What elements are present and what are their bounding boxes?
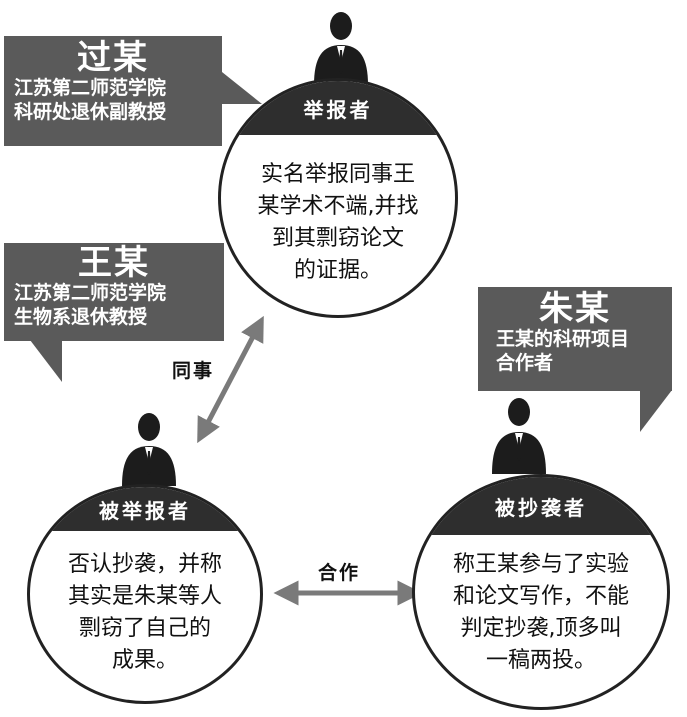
reporter-description-line-4: 的证据。 [293, 258, 382, 283]
plagiarized-description-line-4: 一稿两投。 [485, 648, 596, 673]
accused-node: 被举报者 否认抄袭，并称 其实是朱某等人 剽窃了自己的 成果。 [27, 484, 263, 704]
accused-callout-line-1: 江苏第二师范学院 [14, 282, 167, 304]
reporter-node: 举报者 实名举报同事王 某学术不端,并找 到其剽窃论文 的证据。 [218, 78, 458, 318]
accused-callout-tail [30, 340, 62, 382]
collaborator-callout-tail [640, 390, 672, 432]
reporter-description: 实名举报同事王 某学术不端,并找 到其剽窃论文 的证据。 [221, 159, 455, 287]
accused-role-label: 被举报者 [30, 487, 260, 531]
colleague-arrow [197, 315, 264, 444]
reporter-role-label: 举报者 [221, 81, 455, 135]
reporter-description-line-2: 某学术不端,并找 [257, 194, 419, 219]
accused-description-line-3: 剽窃了自己的 [78, 616, 211, 641]
accused-callout: 王某 江苏第二师范学院 生物系退休教授 [4, 243, 224, 341]
reporter-description-line-1: 实名举报同事王 [260, 162, 415, 187]
reporter-callout: 过某 江苏第二师范学院 科研处退休副教授 [4, 36, 222, 146]
accused-callout-name: 王某 [78, 243, 150, 283]
plagiarized-description-line-2: 和论文写作，不能 [452, 584, 629, 609]
accused-description: 否认抄袭，并称 其实是朱某等人 剽窃了自己的 成果。 [30, 549, 260, 677]
colleague-edge-label: 同事 [172, 360, 215, 382]
collaborator-callout-name: 朱某 [539, 289, 611, 329]
plagiarized-person-icon [492, 398, 546, 474]
accused-description-line-4: 成果。 [111, 648, 178, 673]
plagiarized-role-label: 被抄袭者 [415, 477, 667, 535]
plagiarized-description-line-3: 判定抄袭,顶多叫 [460, 616, 622, 641]
collaborator-callout-line-1: 王某的科研项目 [496, 328, 630, 350]
reporter-description-line-3: 到其剽窃论文 [271, 226, 404, 251]
collaborator-callout: 朱某 王某的科研项目 合作者 [478, 287, 672, 391]
reporter-callout-name: 过某 [77, 38, 149, 78]
collaborator-callout-line-2: 合作者 [496, 352, 554, 374]
reporter-person-icon [314, 12, 368, 85]
plagiarized-description-line-1: 称王某参与了实验 [452, 552, 629, 577]
accused-description-line-1: 否认抄袭，并称 [67, 552, 222, 577]
accused-description-line-2: 其实是朱某等人 [67, 584, 222, 609]
plagiarized-description: 称王某参与了实验 和论文写作，不能 判定抄袭,顶多叫 一稿两投。 [415, 549, 667, 677]
partner-edge-label: 合作 [318, 562, 361, 584]
plagiarized-node: 被抄袭者 称王某参与了实验 和论文写作，不能 判定抄袭,顶多叫 一稿两投。 [412, 474, 670, 710]
reporter-callout-line-2: 科研处退休副教授 [14, 101, 167, 123]
accused-person-icon [122, 413, 176, 486]
accused-callout-line-2: 生物系退休教授 [14, 306, 148, 328]
reporter-callout-line-1: 江苏第二师范学院 [14, 77, 167, 99]
